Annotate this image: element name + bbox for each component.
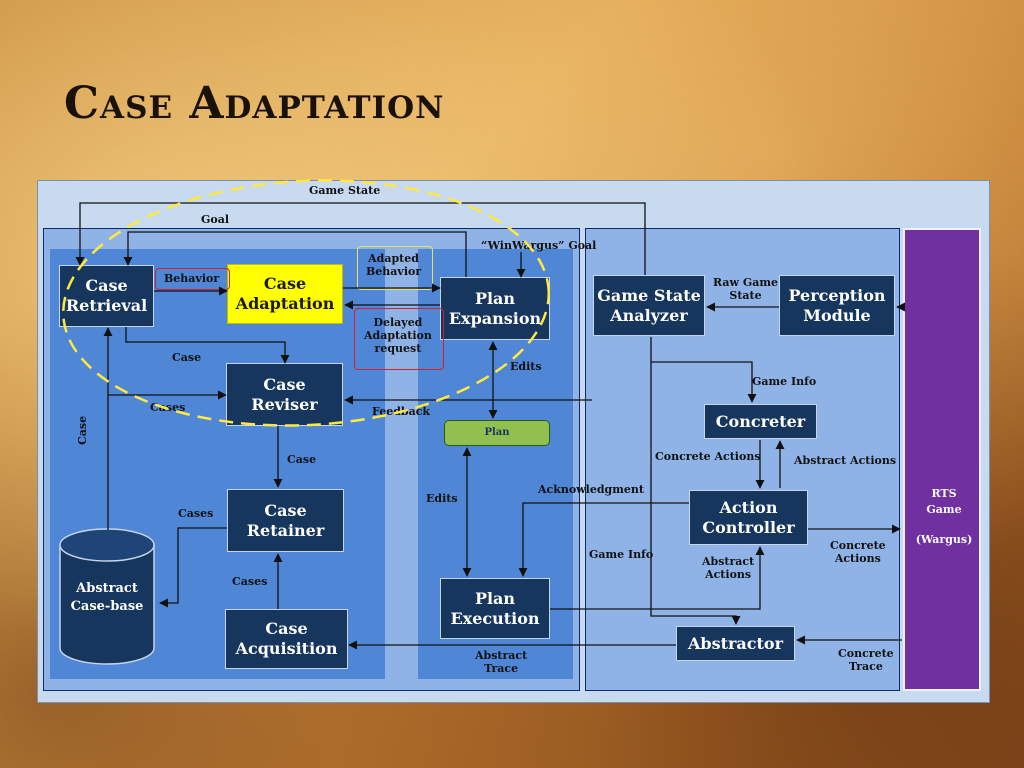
edits-label-bottom: Edits [426, 492, 458, 505]
action-controller-box: Action Controller [689, 490, 808, 545]
rts-game-label: Game [926, 503, 962, 516]
case-reviser-box: Case Reviser [226, 363, 343, 426]
edits-label-top: Edits [510, 360, 542, 373]
concrete-trace-label: Concrete Trace [838, 647, 894, 674]
abstract-actions-label: Abstract Actions [794, 454, 897, 467]
concrete-actions-label-output: Concrete Actions [830, 539, 886, 566]
concreter-box: Concreter [704, 404, 817, 439]
case-acquisition-box: Case Acquisition [225, 609, 348, 669]
perception-module-box: Perception Module [779, 275, 895, 336]
case-label-retainer: Case [287, 453, 317, 466]
game-info-label-left: Game Info [589, 548, 654, 561]
game-state-label: Game State [309, 184, 381, 197]
case-retrieval-box: Case Retrieval [59, 265, 154, 327]
game-info-label-concreter: Game Info [752, 375, 817, 388]
delayed-adaptation-request-label: Delayed Adaptation request [364, 316, 432, 356]
game-state-analyzer-box: Game State Analyzer [593, 275, 705, 336]
abstractor-box: Abstractor [676, 626, 795, 661]
raw-game-state-label: Raw Game State [713, 276, 778, 303]
plan-execution-box: Plan Execution [440, 578, 550, 639]
rts-wargus-label: (Wargus) [915, 533, 973, 546]
cylinder-shape [59, 528, 155, 665]
adapted-behavior-label: Adapted Behavior [366, 252, 422, 279]
plan-box: Plan [444, 420, 550, 446]
feedback-label: Feedback [372, 405, 431, 418]
slide-title: Case Adaptation [64, 78, 445, 129]
abstract-trace-label: Abstract Trace [475, 649, 528, 676]
abstract-case-base-cylinder: Abstract Case-base [59, 528, 155, 665]
cases-label-casebase: Cases [178, 507, 214, 520]
acknowledgment-label: Acknowledgment [538, 483, 644, 496]
case-retainer-box: Case Retainer [227, 489, 344, 552]
behavior-label: Behavior [164, 272, 220, 285]
cases-label-reviser: Cases [150, 401, 186, 414]
plan-expansion-box: Plan Expansion [440, 277, 550, 340]
abstract-case-base-label: Abstract Case-base [70, 581, 144, 615]
goal-label: Goal [201, 213, 230, 226]
rts-game-panel: RTS Game (Wargus) [903, 228, 981, 691]
concrete-actions-label: Concrete Actions [655, 450, 761, 463]
abstract-actions-label-lower: Abstract Actions [702, 555, 755, 582]
rts-label: RTS [931, 487, 957, 500]
cases-label-acquisition: Cases [232, 575, 268, 588]
case-adaptation-box: Case Adaptation [227, 264, 343, 324]
case-label-retrieval: Case [172, 351, 202, 364]
winwargus-goal-label: “WinWargus” Goal [481, 239, 597, 252]
case-label-vertical: Case [76, 415, 89, 445]
